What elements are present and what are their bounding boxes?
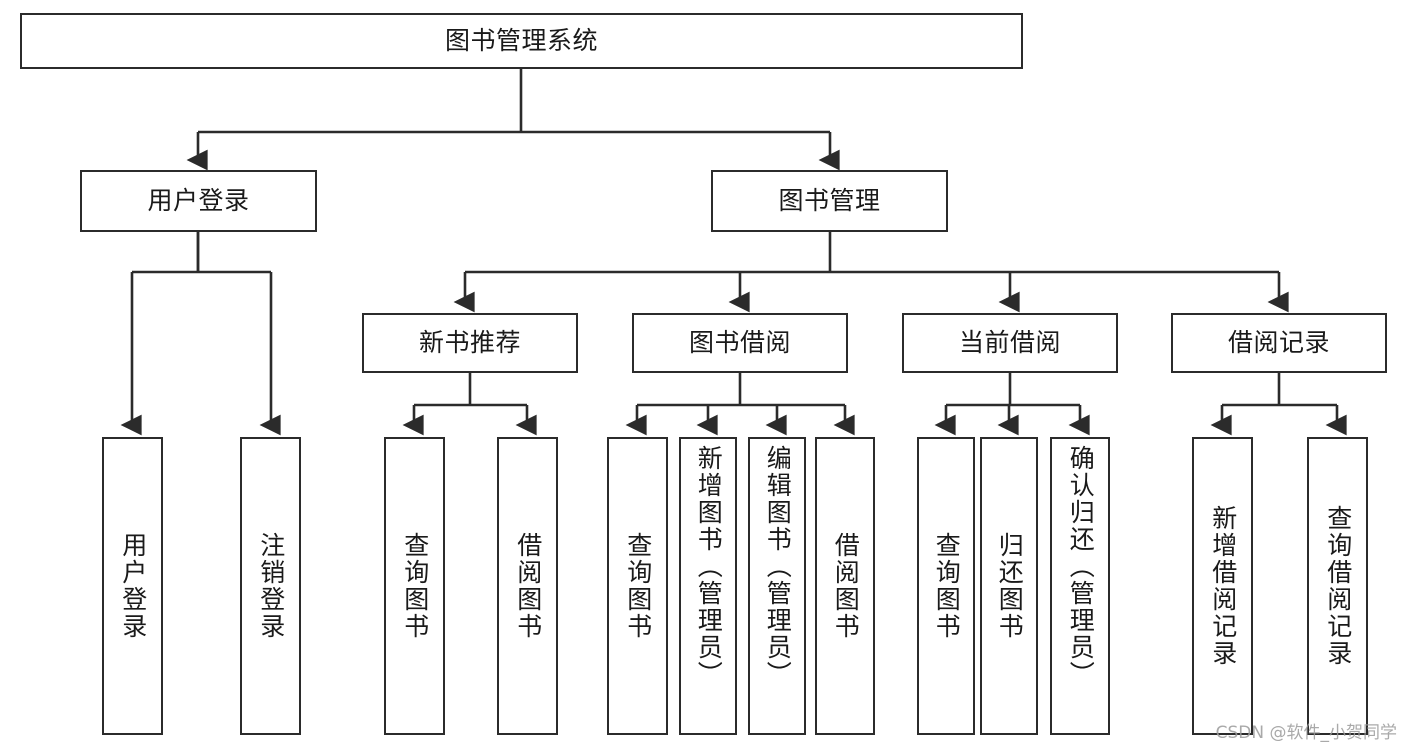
leaf-current-return-book[interactable]: 归还图书: [980, 437, 1038, 735]
leaf-current-return-book-label: 归还图书: [995, 532, 1025, 640]
leaf-borrow-add-book-admin[interactable]: 新增图书（管理员）: [679, 437, 737, 735]
leaf-borrow-add-book-admin-label: 新增图书（管理员）: [694, 445, 724, 688]
node-current-borrow[interactable]: 当前借阅: [902, 313, 1118, 373]
leaf-record-query-record[interactable]: 查询借阅记录: [1307, 437, 1368, 735]
node-root-label: 图书管理系统: [444, 25, 598, 55]
watermark: CSDN @软件_小贺同学: [1215, 723, 1397, 743]
leaf-current-confirm-return-admin-label: 确认归还（管理员）: [1066, 445, 1096, 688]
leaf-new-book-query-label: 查询图书: [400, 532, 430, 640]
leaf-new-book-query[interactable]: 查询图书: [384, 437, 445, 735]
node-borrow-record[interactable]: 借阅记录: [1171, 313, 1387, 373]
leaf-current-query-book-label: 查询图书: [932, 532, 962, 640]
node-user-login[interactable]: 用户登录: [80, 170, 317, 232]
leaf-borrow-borrow-book-label: 借阅图书: [831, 532, 861, 640]
node-book-management[interactable]: 图书管理: [711, 170, 948, 232]
leaf-current-confirm-return-admin[interactable]: 确认归还（管理员）: [1050, 437, 1110, 735]
leaf-user-login-logout[interactable]: 注销登录: [240, 437, 301, 735]
leaf-record-query-record-label: 查询借阅记录: [1323, 505, 1353, 667]
node-root[interactable]: 图书管理系统: [20, 13, 1023, 69]
leaf-new-book-borrow[interactable]: 借阅图书: [497, 437, 558, 735]
node-book-borrow-label: 图书借阅: [688, 327, 791, 357]
node-current-borrow-label: 当前借阅: [958, 327, 1061, 357]
leaf-record-add-record[interactable]: 新增借阅记录: [1192, 437, 1253, 735]
node-book-borrow[interactable]: 图书借阅: [632, 313, 848, 373]
leaf-borrow-query-book-label: 查询图书: [623, 532, 653, 640]
leaf-borrow-edit-book-admin[interactable]: 编辑图书（管理员）: [748, 437, 806, 735]
node-user-login-label: 用户登录: [147, 185, 250, 215]
node-new-book-recommend-label: 新书推荐: [418, 327, 521, 357]
node-book-management-label: 图书管理: [778, 185, 881, 215]
node-borrow-record-label: 借阅记录: [1227, 327, 1330, 357]
leaf-borrow-borrow-book[interactable]: 借阅图书: [815, 437, 875, 735]
leaf-current-query-book[interactable]: 查询图书: [917, 437, 975, 735]
leaf-user-login-logout-label: 注销登录: [256, 532, 286, 640]
leaf-borrow-edit-book-admin-label: 编辑图书（管理员）: [763, 445, 793, 688]
leaf-user-login-login-label: 用户登录: [118, 532, 148, 640]
leaf-borrow-query-book[interactable]: 查询图书: [607, 437, 668, 735]
leaf-user-login-login[interactable]: 用户登录: [102, 437, 163, 735]
leaf-record-add-record-label: 新增借阅记录: [1208, 505, 1238, 667]
node-new-book-recommend[interactable]: 新书推荐: [362, 313, 578, 373]
leaf-new-book-borrow-label: 借阅图书: [513, 532, 543, 640]
